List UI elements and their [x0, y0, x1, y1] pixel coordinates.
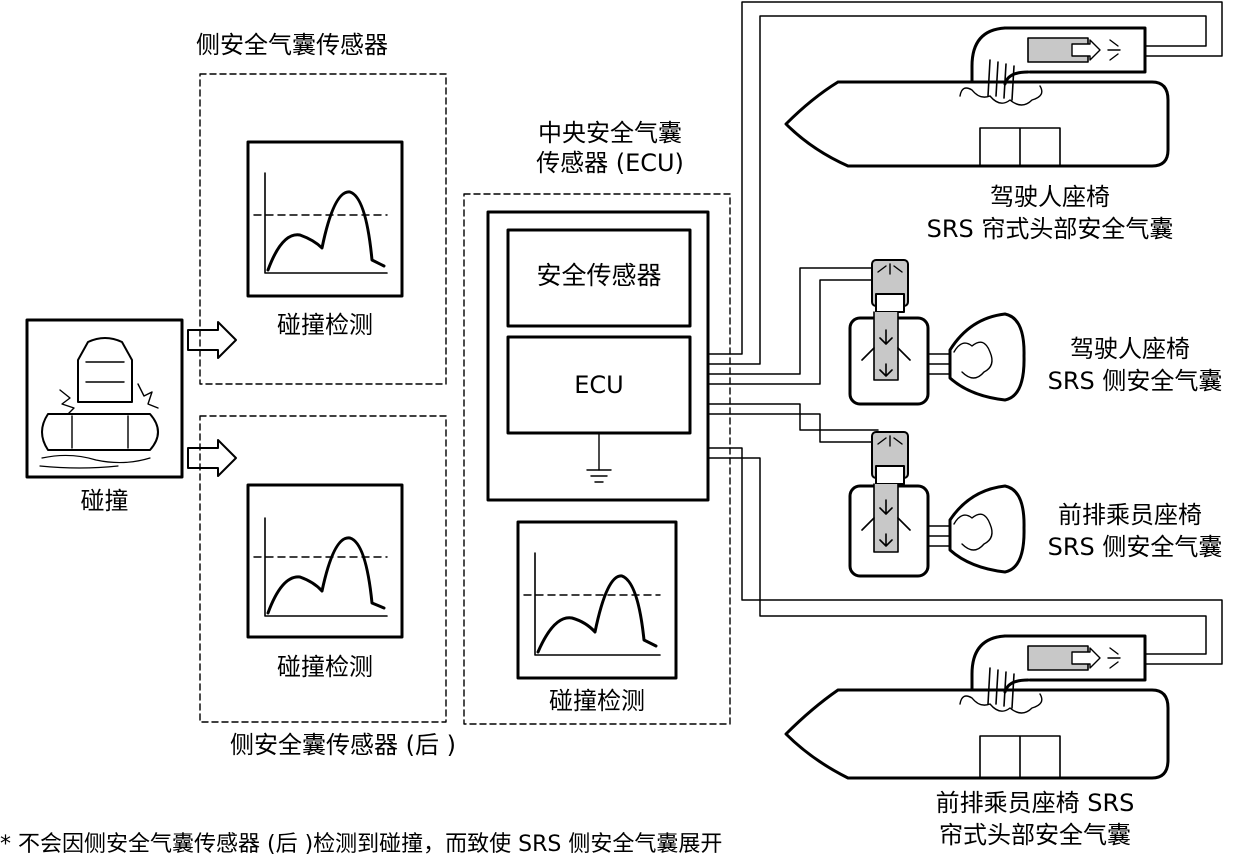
collision-illustration	[25, 318, 184, 479]
driver-side-airbag	[848, 259, 1026, 406]
passenger-curtain-label-line2: 帘式头部安全气囊	[939, 821, 1131, 849]
wire-harness	[707, 1, 1223, 665]
crash-graph-front	[246, 140, 404, 298]
passenger-curtain-label-line1: 前排乘员座椅 SRS	[935, 789, 1135, 817]
passenger-side-label-line1: 前排乘员座椅	[1058, 501, 1202, 529]
passenger-curtain-airbag	[784, 634, 1170, 780]
arrow-to-rear-sensor	[187, 439, 237, 477]
ecu-block	[486, 210, 710, 502]
central-sensor-box	[463, 193, 731, 725]
footnote: * 不会因侧安全气囊传感器 (后 )检测到碰撞，而致使 SRS 侧安全气囊展开	[0, 832, 723, 857]
driver-curtain-airbag	[784, 26, 1170, 168]
central-sensor-title-line1: 中央安全气囊	[538, 119, 682, 147]
crash-detect-label-ecu: 碰撞检测	[549, 687, 645, 715]
side-sensor-rear-title: 侧安全囊传感器 (后 )	[230, 731, 456, 759]
safety-sensor-label: 安全传感器	[536, 261, 662, 290]
arrow-to-front-sensor	[187, 321, 237, 359]
crash-detect-label-rear: 碰撞检测	[277, 653, 373, 681]
ecu-label: ECU	[574, 371, 624, 399]
driver-curtain-label-line1: 驾驶人座椅	[990, 183, 1110, 211]
side-sensor-rear-box	[199, 415, 447, 723]
driver-side-label-line1: 驾驶人座椅	[1070, 335, 1190, 363]
crash-graph-ecu	[516, 520, 678, 680]
crash-label: 碰撞	[80, 487, 129, 515]
crash-graph-rear	[246, 483, 404, 639]
passenger-side-airbag	[848, 431, 1026, 578]
central-sensor-title-line2: 传感器 (ECU)	[536, 149, 684, 177]
passenger-side-label-line2: SRS 侧安全气囊	[1047, 533, 1223, 561]
driver-side-label-line2: SRS 侧安全气囊	[1047, 367, 1223, 395]
side-sensor-front-box	[199, 73, 447, 385]
side-sensor-front-title: 侧安全气囊传感器	[196, 31, 388, 59]
driver-curtain-label-line2: SRS 帘式头部安全气囊	[926, 215, 1174, 243]
crash-detect-label-front: 碰撞检测	[277, 311, 373, 339]
